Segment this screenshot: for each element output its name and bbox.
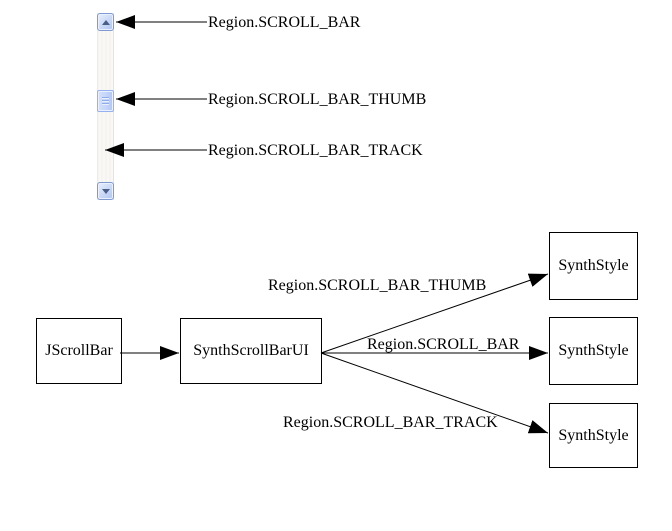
edge-label-scroll-bar-track: Region.SCROLL_BAR_TRACK bbox=[283, 414, 498, 431]
up-arrow-icon bbox=[101, 19, 110, 25]
node-synthstyle-bar-label: SynthStyle bbox=[558, 342, 629, 359]
down-arrow-icon bbox=[101, 188, 110, 194]
node-synthstyle-bar: SynthStyle bbox=[549, 317, 638, 385]
node-synthstyle-thumb: SynthStyle bbox=[549, 232, 638, 300]
edge-label-scroll-bar: Region.SCROLL_BAR bbox=[367, 336, 520, 353]
callout-label-scroll-bar-track: Region.SCROLL_BAR_TRACK bbox=[208, 142, 423, 159]
callout-label-scroll-bar-thumb: Region.SCROLL_BAR_THUMB bbox=[208, 91, 427, 108]
node-synthstyle-track: SynthStyle bbox=[549, 403, 638, 468]
thumb-grip-icon bbox=[102, 97, 109, 105]
node-jscrollbar: JScrollBar bbox=[36, 318, 122, 384]
scrollbar-thumb[interactable] bbox=[97, 90, 114, 112]
node-synthscrollbarui-label: SynthScrollBarUI bbox=[193, 342, 309, 359]
node-jscrollbar-label: JScrollBar bbox=[45, 342, 113, 359]
node-synthstyle-track-label: SynthStyle bbox=[558, 426, 629, 444]
node-synthstyle-thumb-label: SynthStyle bbox=[558, 257, 629, 274]
scrollbar-down-button[interactable] bbox=[97, 182, 114, 200]
edge-label-scroll-bar-thumb: Region.SCROLL_BAR_THUMB bbox=[268, 277, 487, 294]
node-synthscrollbarui: SynthScrollBarUI bbox=[180, 318, 322, 384]
scrollbar-up-button[interactable] bbox=[97, 13, 114, 31]
callout-label-scroll-bar: Region.SCROLL_BAR bbox=[208, 14, 361, 31]
scrollbar-preview bbox=[97, 13, 114, 200]
